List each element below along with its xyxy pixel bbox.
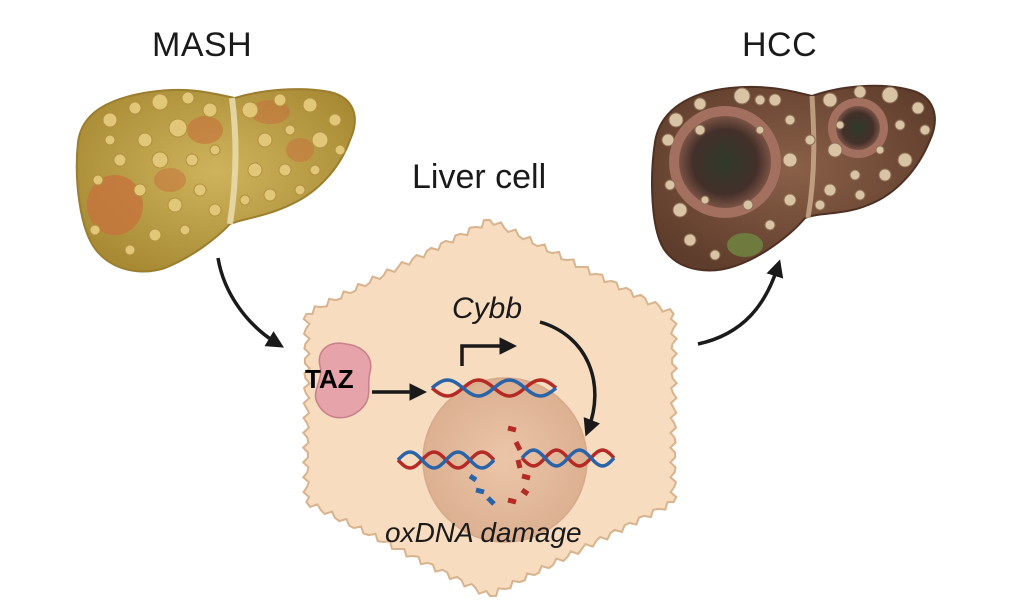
cybb-to-damage-arrow: [539, 320, 600, 437]
transcription-start-arrow: [460, 337, 517, 366]
hcc-liver-illustration: [651, 84, 936, 272]
mash-liver-illustration: [75, 88, 356, 273]
mash-to-cell-arrow: [216, 257, 285, 348]
liver-cell: [301, 218, 679, 598]
cell-to-hcc-arrow: [697, 259, 784, 346]
taz-protein-blob: [314, 342, 372, 419]
taz-label: TAZ: [305, 364, 354, 394]
hcc-label: HCC: [742, 26, 818, 64]
dna-fragments: [468, 425, 531, 506]
cybb-gene-label: Cybb: [452, 292, 523, 325]
liver-cell-label: Liver cell: [412, 158, 547, 196]
dna-strands: [396, 378, 616, 470]
mash-label: MASH: [152, 26, 253, 64]
oxdna-damage-label: oxDNA damage: [385, 517, 582, 548]
